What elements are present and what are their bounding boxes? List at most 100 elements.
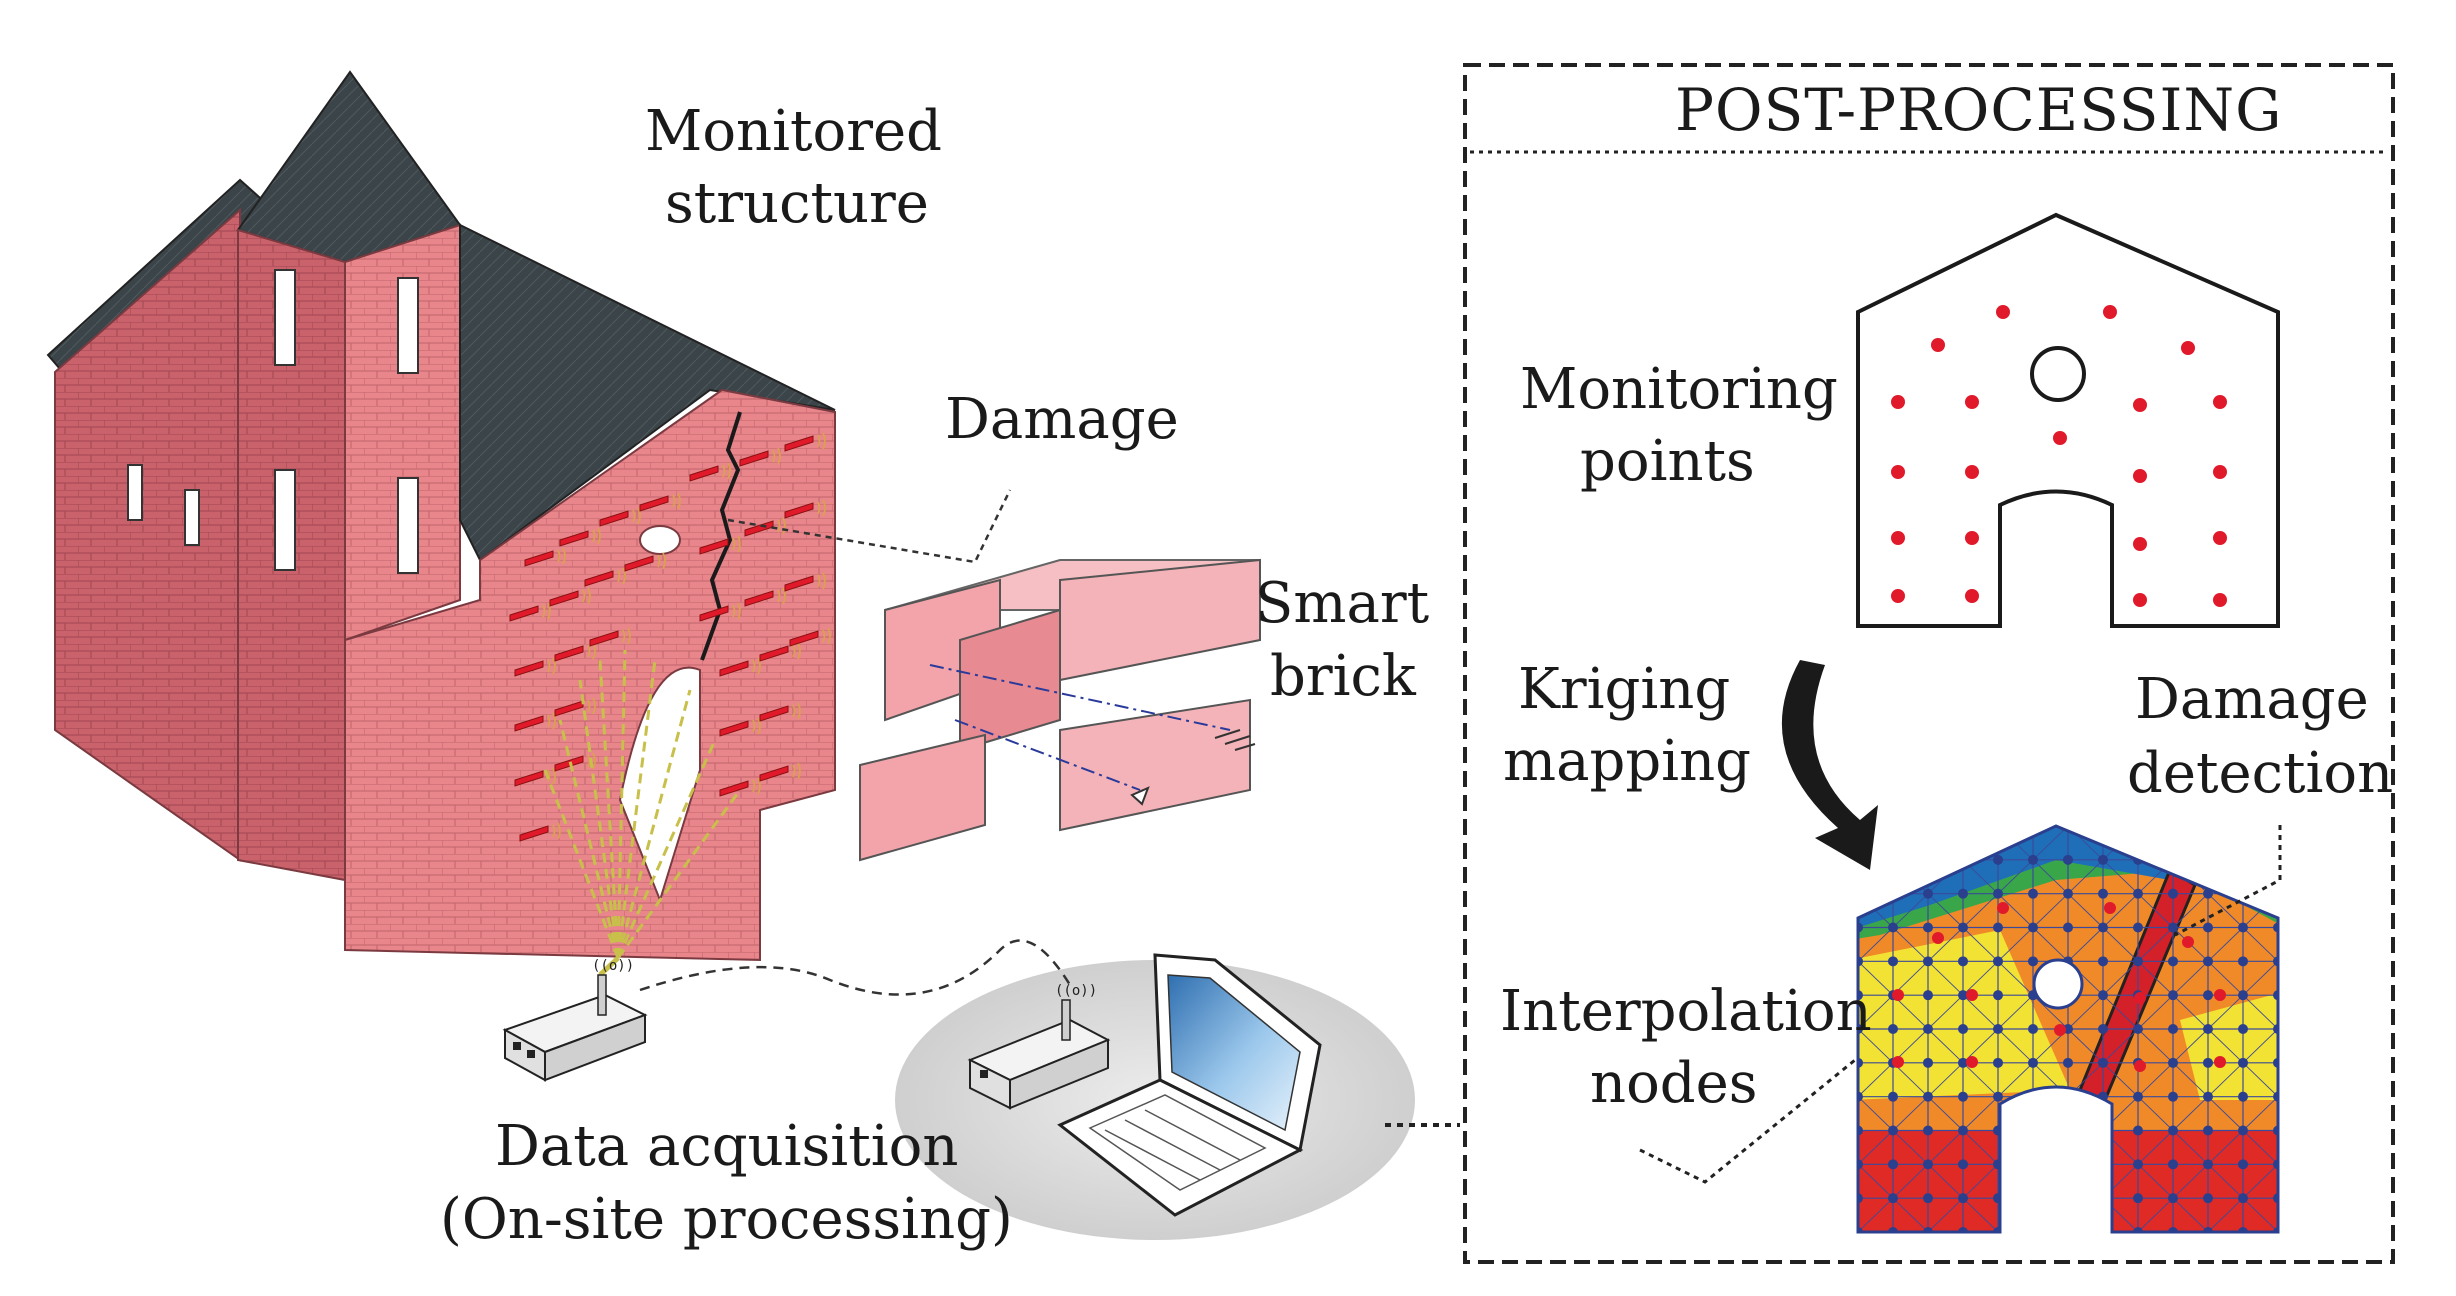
mesh-diagonal: [2067, 1197, 2104, 1232]
tower-window-upper-left: [274, 269, 296, 366]
mesh-diagonal: [2242, 1197, 2278, 1232]
monitoring-point: [1965, 465, 1979, 479]
wall-sensor-brick: [784, 575, 814, 592]
wall-sensor-signal: [772, 447, 781, 465]
mesh-diagonal: [1858, 1062, 1894, 1097]
interpolation-node: [2238, 956, 2248, 967]
interpolation-node: [2203, 854, 2213, 865]
interpolation-node: [1888, 1091, 1898, 1102]
laptop-keyboard: [1088, 1094, 1267, 1191]
post-processing-panel: [1463, 63, 2395, 1264]
wall-sensor-signal: [752, 777, 761, 795]
interpolation-node: [2203, 1125, 2213, 1136]
interpolation-node: [2028, 1193, 2038, 1204]
interpolation-node: [1888, 1227, 1898, 1232]
mesh-diagonal: [1927, 927, 1964, 962]
interpolation-node: [2098, 1159, 2108, 1170]
interpolation-node: [1958, 888, 1968, 899]
interpolation-node: [2238, 1024, 2248, 1034]
monitoring-points-label-line2: points: [1580, 429, 1755, 494]
mesh-diagonal: [1892, 1164, 1929, 1199]
wireless-link: [639, 939, 1072, 996]
interpolation-node: [2063, 1159, 2073, 1170]
monitoring-point: [1965, 395, 1979, 409]
mesh-diagonal: [2137, 1028, 2174, 1064]
wall-sensor-brick: [514, 660, 544, 677]
interpolation-node: [2028, 1125, 2038, 1136]
interpolation-node: [2168, 1227, 2178, 1232]
mesh-diagonal: [2172, 893, 2209, 928]
mesh-diagonal: [1997, 961, 2034, 996]
mesh-diagonal: [1927, 1062, 1964, 1097]
interpolation-node: [1888, 888, 1898, 899]
tower-window-lower-left: [274, 469, 296, 571]
interpolation-node: [2133, 956, 2143, 967]
smart-brick-label-line2: brick: [1270, 644, 1417, 709]
damage-detection-label-line2: detection: [2127, 741, 2393, 806]
interpolation-node: [2168, 1024, 2178, 1034]
interpolation-nodes-label-line1: Interpolation: [1500, 979, 1872, 1044]
mesh-diagonal: [2067, 1096, 2104, 1131]
wall-sensor-brick: [519, 825, 549, 842]
interpolation-node: [2028, 1091, 2038, 1102]
interpolation-node: [2063, 1091, 2073, 1102]
mesh-diagonal: [1858, 927, 1894, 962]
interpolation-node: [1923, 826, 1933, 831]
map-monitoring-point: [2134, 1060, 2146, 1072]
mesh-diagonal: [2032, 1096, 2069, 1131]
wall-sensor-brick: [599, 510, 629, 527]
wall-sensor-signal: [547, 712, 556, 730]
monitoring-point: [2133, 469, 2147, 483]
interpolation-node: [2203, 826, 2213, 831]
wall-sensor-brick: [514, 770, 544, 787]
interpolation-node: [2133, 1024, 2143, 1034]
beam-to-receiver: [598, 956, 620, 977]
interpolation-node: [2028, 888, 2038, 899]
interpolation-node: [1923, 922, 1933, 933]
mesh-diagonal: [2172, 1164, 2209, 1199]
mesh-diagonal: [1892, 1197, 1929, 1232]
wall-sensor-signal: [817, 432, 826, 450]
wall-sensor-brick: [699, 605, 729, 622]
map-monitoring-point: [1892, 1056, 1904, 1068]
interpolation-node: [1993, 854, 2003, 865]
monitoring-point: [2103, 305, 2117, 319]
site-receiver: [967, 999, 1111, 1110]
mesh-diagonal: [2102, 1028, 2139, 1064]
laptop: [1057, 953, 1322, 1217]
interpolation-node: [1858, 1024, 1863, 1034]
interpolation-node: [2133, 1227, 2143, 1232]
mesh-diagonal: [1927, 1028, 1964, 1064]
kriging-mapping-label-line1: Kriging: [1518, 657, 1730, 722]
wing-window-1: [127, 464, 143, 521]
interpolation-node: [2238, 990, 2248, 1001]
ground-symbol: [1214, 729, 1256, 751]
mesh-diagonal: [2242, 1164, 2278, 1199]
interpolation-node: [2028, 1159, 2038, 1170]
map-monitoring-point: [2134, 992, 2146, 1004]
interpolation-node: [2273, 1193, 2278, 1204]
interpolation-node: [2028, 922, 2038, 933]
interpolation-node: [1993, 1057, 2003, 1068]
post-processing-title: POST-PROCESSING: [1675, 76, 2283, 144]
interpolation-node: [1923, 888, 1933, 899]
mesh-diagonal: [2207, 1130, 2244, 1165]
mesh-diagonal: [1997, 1062, 2034, 1097]
tower-side-wall: [344, 223, 461, 642]
interpolation-node: [2273, 1125, 2278, 1136]
interpolation-node: [1858, 956, 1863, 967]
mesh-diagonal: [2172, 1028, 2209, 1064]
interpolation-node: [1923, 1193, 1933, 1204]
mesh-diagonal: [1858, 1028, 1894, 1064]
wall-sensor-brick: [739, 450, 769, 467]
interpolation-node: [2273, 888, 2278, 899]
interpolation-node: [1958, 956, 1968, 967]
interpolation-node: [1888, 826, 1898, 831]
map-monitoring-point: [1997, 902, 2009, 914]
mesh-diagonal: [2242, 994, 2278, 1030]
mesh-diagonal: [1962, 893, 1999, 928]
mesh-diagonal: [1858, 994, 1894, 1030]
interpolation-node: [2098, 1227, 2108, 1232]
kriging-map-opening: [2032, 958, 2084, 1010]
smart-brick-body: [959, 608, 1061, 752]
